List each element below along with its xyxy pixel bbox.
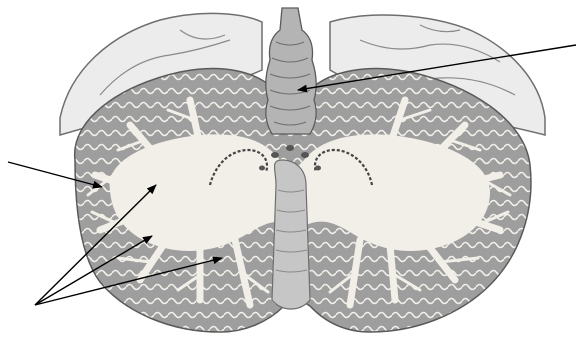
nucleus-dot [259,166,265,171]
nucleus-dot [315,166,321,171]
nucleus-dot [301,152,309,158]
nucleus-dot [271,152,279,158]
nucleus-dot [286,145,294,151]
inferior-vermis [272,160,310,309]
superior-vermis [266,8,316,134]
